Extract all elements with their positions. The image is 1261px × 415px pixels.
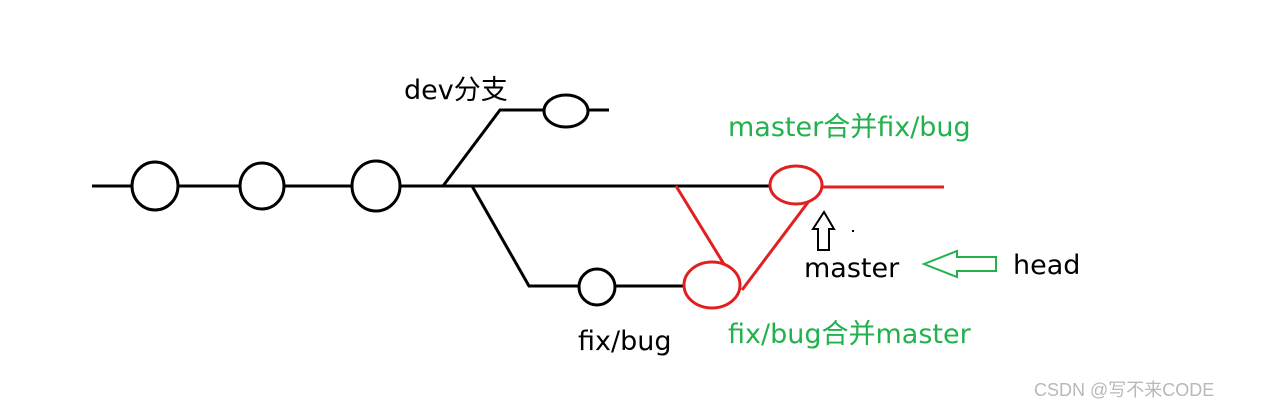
fixbug-commit <box>577 267 617 307</box>
main-commit-2 <box>238 161 286 211</box>
up-arrow-icon <box>811 210 836 251</box>
fixbug-merge-label: fix/bug合并master <box>728 319 971 350</box>
main-commit-3 <box>350 159 402 213</box>
head-label: head <box>1013 250 1081 281</box>
fixbug-merge-commit <box>682 260 742 310</box>
master-merge-commit <box>768 164 824 206</box>
merge-line-fixbug-to-master <box>740 196 814 291</box>
fixbug-branch-line <box>470 185 685 288</box>
watermark: CSDN @写不来CODE <box>1034 380 1215 400</box>
dev-branch-label: dev分支 <box>404 75 508 106</box>
fixbug-label: fix/bug <box>578 326 672 357</box>
dev-commit <box>542 93 590 129</box>
left-arrow-icon <box>921 249 997 279</box>
stray-mark <box>852 230 854 232</box>
master-label: master <box>804 253 900 284</box>
master-merge-label: master合并fix/bug <box>728 112 971 143</box>
main-commit-1 <box>130 160 180 212</box>
